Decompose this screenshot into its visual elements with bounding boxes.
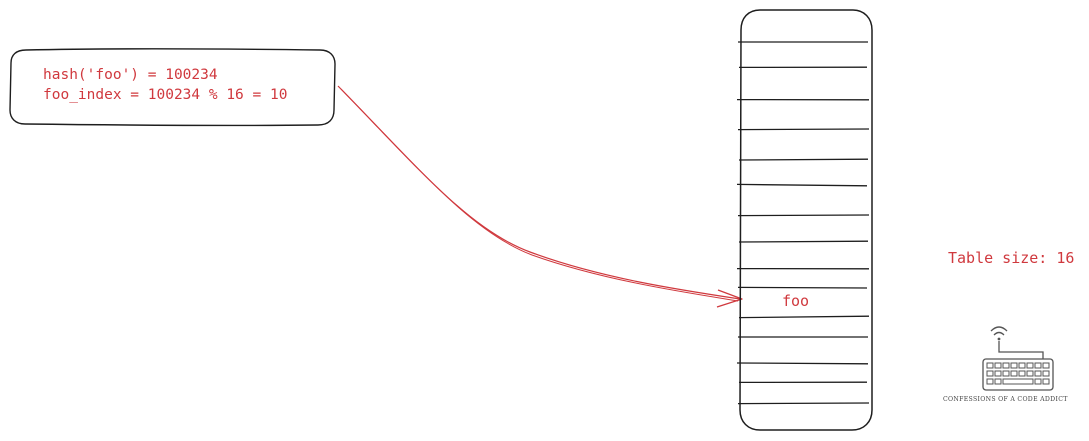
slot-divider (737, 402, 870, 405)
hash-table: foo (736, 9, 873, 431)
slot-divider (738, 315, 870, 319)
filled-slot-label: foo (782, 292, 809, 310)
brand-logo: CONFESSIONS OF A CODE ADDICT (943, 326, 1068, 403)
slot-dividers (736, 41, 870, 405)
arrow-shaft-sketch (340, 88, 739, 302)
index-expression: foo_index = 100234 % 16 = 10 (43, 87, 287, 103)
hash-expression: hash('foo') = 100234 (43, 67, 218, 83)
slot-divider (736, 362, 869, 365)
hash-box-outline (9, 48, 336, 127)
hash-computation-box: hash('foo') = 100234 foo_index = 100234 … (9, 48, 336, 127)
slot-divider (737, 128, 870, 131)
slot-divider (737, 214, 870, 217)
hash-table-outline (739, 9, 873, 431)
slot-divider (738, 240, 869, 243)
mapping-arrow (337, 85, 743, 308)
table-size-label: Table size: 16 (948, 249, 1074, 267)
slot-divider (736, 183, 868, 187)
logo-caption: CONFESSIONS OF A CODE ADDICT (943, 396, 1068, 403)
keyboard-wifi-icon (982, 326, 1054, 391)
slot-divider (737, 286, 868, 289)
slot-divider (738, 158, 869, 161)
arrow-shaft (337, 85, 741, 300)
arrow-head (716, 289, 743, 308)
